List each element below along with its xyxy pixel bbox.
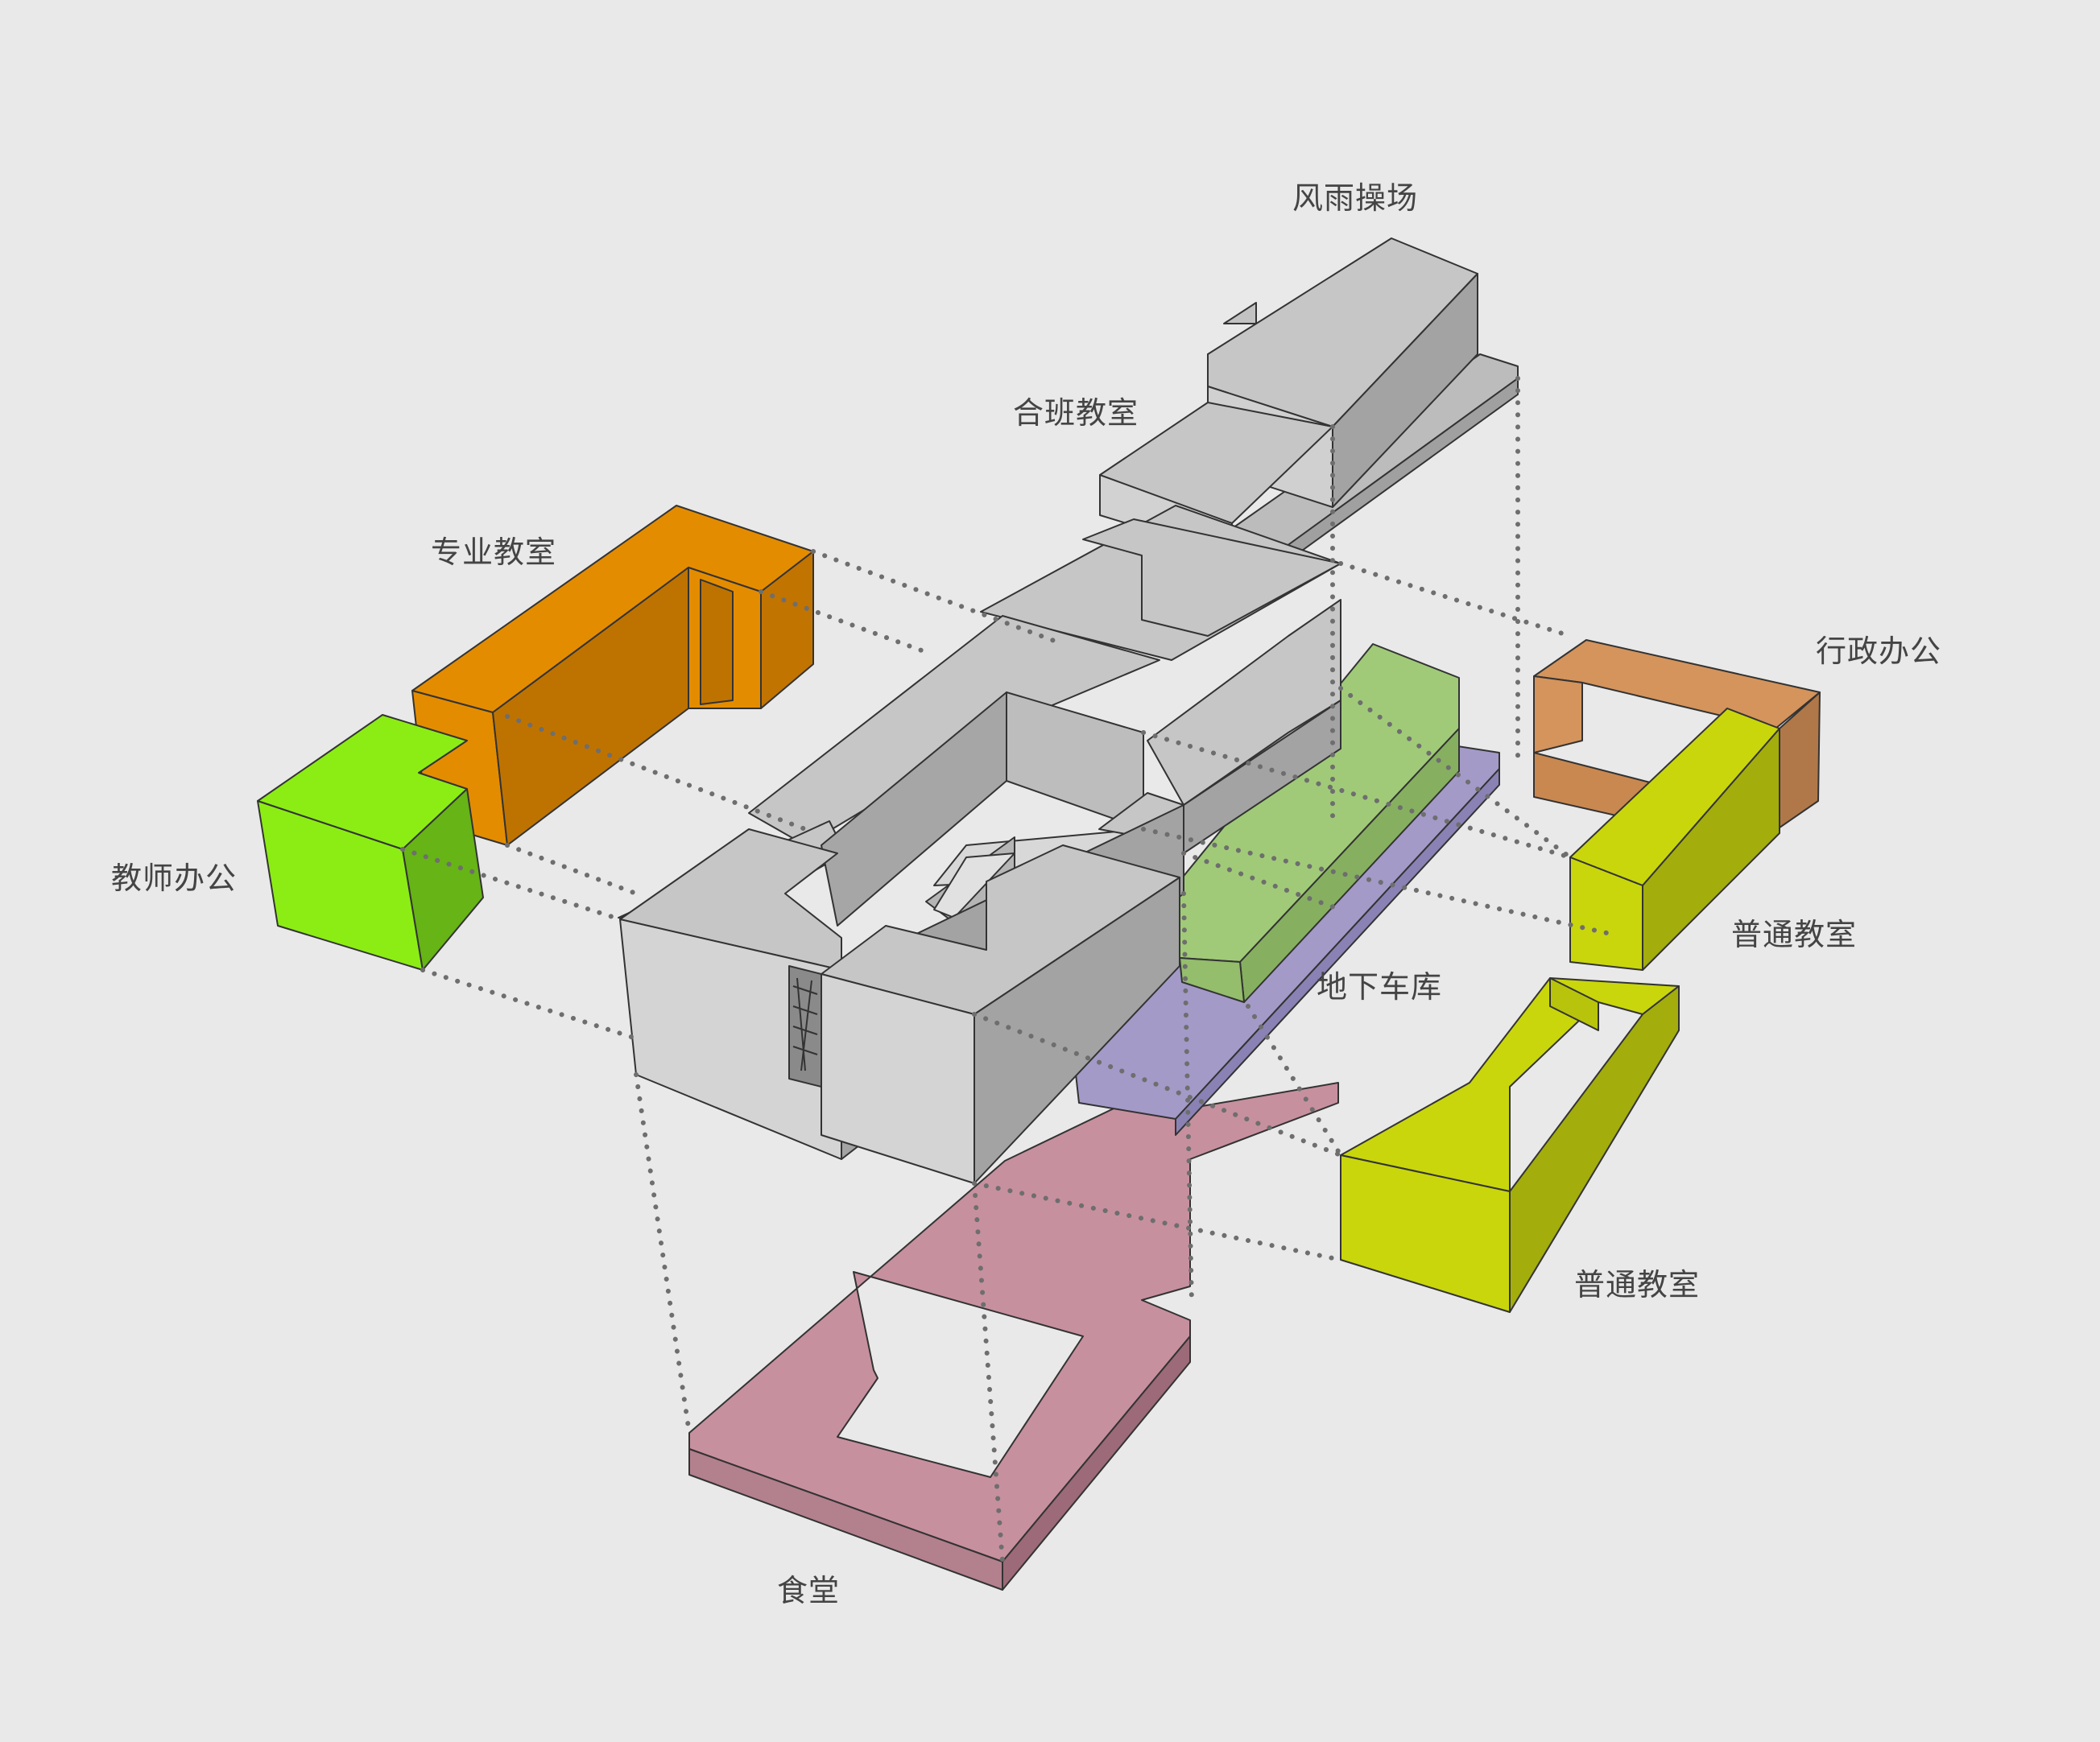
general-classroom-2-volume xyxy=(1340,977,1680,1313)
label-covered-playground: 风雨操场 xyxy=(1292,180,1419,216)
general-classroom-1-volume xyxy=(1569,708,1780,971)
label-teacher-office: 教师办公 xyxy=(111,861,238,896)
label-underground-garage: 地下车库 xyxy=(1317,969,1443,1005)
label-canteen: 食堂 xyxy=(777,1573,841,1608)
label-general-classroom-2: 普通教室 xyxy=(1574,1267,1701,1302)
label-combined-classroom: 合班教室 xyxy=(1013,395,1139,431)
stair-sticks-icon xyxy=(792,977,818,1071)
label-admin-office: 行政办公 xyxy=(1816,634,1942,669)
projection-lines xyxy=(400,376,1613,1564)
teacher-office-volume xyxy=(257,714,484,971)
green-slab xyxy=(1159,643,1460,1003)
playground-volume xyxy=(1099,237,1519,579)
canteen-slab xyxy=(688,1078,1339,1591)
label-general-classroom-1: 普通教室 xyxy=(1731,917,1858,952)
label-specialized-classroom: 专业教室 xyxy=(431,535,557,570)
main-building xyxy=(618,505,1341,1184)
